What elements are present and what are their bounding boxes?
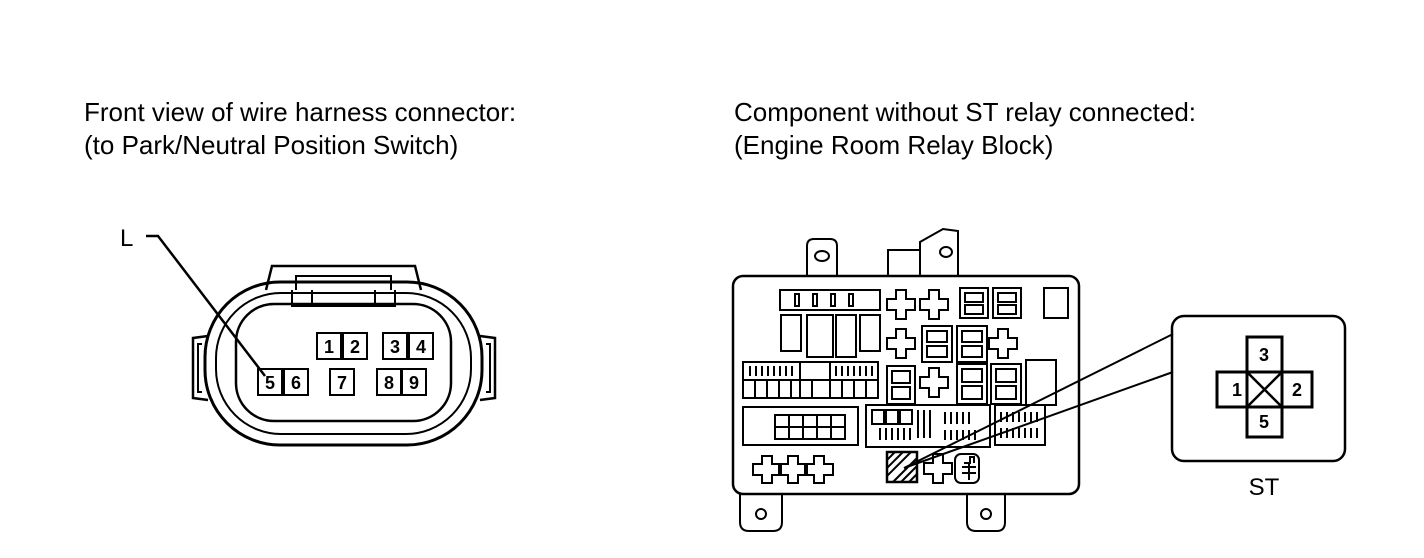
st-socket-name: ST xyxy=(1249,474,1280,501)
pin-9-label: 9 xyxy=(409,373,419,393)
right-caption-line1: Component without ST relay connected: xyxy=(734,97,1197,127)
pin-4-label: 4 xyxy=(416,337,426,357)
wire-label: L xyxy=(120,225,133,252)
pin-3-label: 3 xyxy=(390,337,400,357)
pin-cavities xyxy=(257,332,434,396)
pin-5-label: 5 xyxy=(265,373,275,393)
left-caption: Front view of wire harness connector: (t… xyxy=(84,96,516,162)
left-caption-line2: (to Park/Neutral Position Switch) xyxy=(84,130,459,160)
st-pin-5-label: 5 xyxy=(1259,412,1269,432)
left-caption-line1: Front view of wire harness connector: xyxy=(84,97,517,127)
pin-6-label: 6 xyxy=(291,373,301,393)
relay-block xyxy=(731,227,1081,532)
pin-7-label: 7 xyxy=(337,373,347,393)
pin-8-label: 8 xyxy=(384,373,394,393)
pin-1-label: 1 xyxy=(324,337,334,357)
right-caption: Component without ST relay connected: (E… xyxy=(734,96,1196,162)
harness-connector xyxy=(146,234,497,447)
st-pin-1-label: 1 xyxy=(1232,380,1242,400)
st-relay-socket-detail xyxy=(1170,314,1347,463)
right-caption-line2: (Engine Room Relay Block) xyxy=(734,130,1054,160)
st-pin-3-label: 3 xyxy=(1259,345,1269,365)
st-pin-2-label: 2 xyxy=(1292,380,1302,400)
pin-2-label: 2 xyxy=(350,337,360,357)
